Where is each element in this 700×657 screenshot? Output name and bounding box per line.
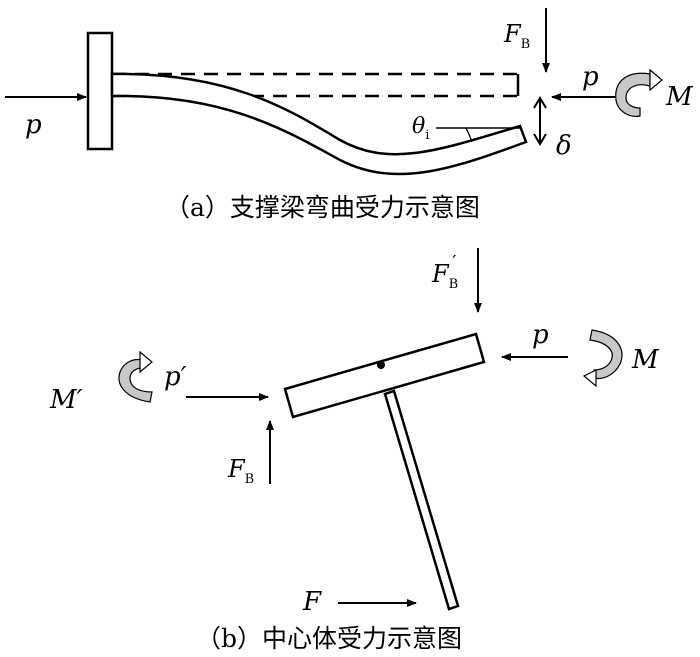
diagram-a: θi δ p p FB M （a）支撑梁弯曲受力示意图 — [5, 8, 694, 222]
fb-label: FB — [503, 20, 530, 52]
p-prime-label: p′ — [164, 362, 187, 392]
theta-label: θi — [412, 114, 429, 143]
moment-prime-label: M′ — [49, 385, 83, 415]
theta-arc — [465, 127, 473, 143]
deformed-beam — [110, 72, 528, 176]
caption-b: （b）中心体受力示意图 — [196, 624, 462, 653]
p-right-label: p — [582, 62, 599, 92]
moment-symbol-b — [582, 329, 623, 388]
fb-label-b: FB — [227, 455, 254, 487]
fb-prime-label: FB′ — [431, 252, 458, 292]
diagram-b: FB′ p M M′ p′ FB F （b）中心体受力示意图 — [49, 248, 660, 653]
p-left-label: p — [25, 110, 42, 140]
caption-a: （a）支撑梁弯曲受力示意图 — [165, 193, 480, 222]
stem — [383, 389, 460, 611]
delta-label: δ — [556, 131, 572, 161]
moment-label-b: M — [631, 345, 660, 375]
moment-prime-symbol — [118, 350, 153, 403]
moment-label: M — [665, 82, 694, 112]
central-body — [283, 332, 486, 419]
f-label: F — [302, 587, 322, 617]
fixed-wall — [86, 31, 114, 151]
delta-arrowhead-top — [533, 96, 547, 109]
moment-symbol — [615, 68, 663, 117]
p-right-label-b: p — [532, 320, 549, 350]
pivot-dot — [377, 361, 385, 369]
delta-arrowhead-bottom — [533, 133, 547, 146]
